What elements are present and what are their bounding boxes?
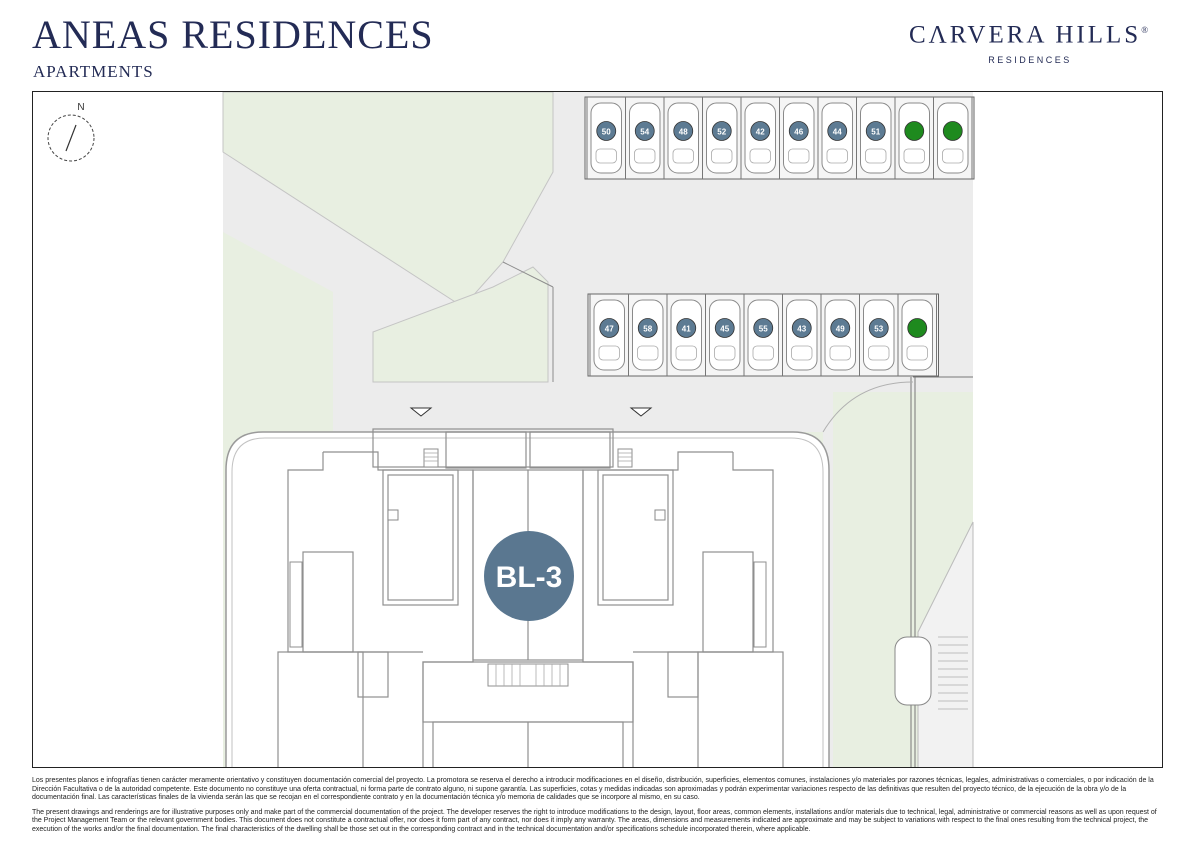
brand-subtitle: RESIDENCES: [988, 55, 1072, 66]
green-wedge-2: [372, 266, 549, 383]
page-subtitle: APARTMENTS: [33, 62, 154, 81]
disclaimer: Los presentes planos e infografías tiene…: [32, 777, 1164, 841]
block-badge: [484, 531, 574, 621]
disclaimer-es: Los presentes planos e infografías tiene…: [32, 777, 1154, 802]
building-walls: [277, 428, 784, 767]
parking-row-top: 50 54 48 52 42 46 44 51: [584, 96, 975, 180]
parking-space-label: 49: [836, 325, 845, 334]
brand-name: CΛRVERA HILLS®: [908, 21, 1152, 49]
brand-logo: CΛRVERA HILLS® RESIDENCES: [895, 16, 1165, 65]
parking-space-available[interactable]: [907, 318, 928, 338]
parking-space-available[interactable]: [904, 121, 925, 141]
parking-space-label: 48: [679, 128, 688, 137]
compass-label: N: [77, 102, 84, 113]
parking-space-label: 45: [720, 325, 729, 334]
parking-space-51[interactable]: [865, 121, 886, 141]
page-header: ANEAS RESIDENCES APARTMENTS CΛRVERA HILL…: [0, 0, 1195, 90]
disclaimer-en: The present drawings and renderings are …: [32, 808, 1157, 833]
parking-space-49[interactable]: [830, 318, 851, 338]
parking-space-label: 58: [643, 325, 652, 334]
parking-space-52[interactable]: [711, 121, 732, 141]
parking-space-label: 41: [682, 325, 691, 334]
parking-space-label: 55: [759, 325, 768, 334]
parking-space-label: 51: [871, 128, 880, 137]
parking-space-58[interactable]: [637, 318, 658, 338]
parking-space-label: 52: [717, 128, 726, 137]
parking-space-46[interactable]: [788, 121, 809, 141]
parking-row-bottom: 47 58 41 45 55 43 49 53: [587, 293, 939, 377]
parking-space-label: 47: [605, 325, 614, 334]
parking-space-41[interactable]: [676, 318, 697, 338]
north-compass: N: [47, 102, 95, 162]
parking-space-45[interactable]: [714, 318, 735, 338]
parking-space-42[interactable]: [750, 121, 771, 141]
parking-space-47[interactable]: [599, 318, 620, 338]
parking-space-43[interactable]: [791, 318, 812, 338]
parking-space-label: 46: [794, 128, 803, 137]
entrance-arrow-left: [409, 407, 433, 417]
parking-space-label: 43: [797, 325, 806, 334]
site-plan: 50 54 48 52 42 46 44 51 47 58 41 45 55 43 49 53: [32, 91, 1163, 768]
block-label: BL-3: [496, 561, 563, 594]
parking-space-55[interactable]: [753, 318, 774, 338]
parking-space-44[interactable]: [827, 121, 848, 141]
parking-space-label: 44: [833, 128, 842, 137]
parking-space-54[interactable]: [634, 121, 655, 141]
parking-space-label: 53: [874, 325, 883, 334]
entrance-arrow-right: [629, 407, 653, 417]
parking-space-53[interactable]: [868, 318, 889, 338]
parking-space-label: 42: [756, 128, 765, 137]
ramp-car: [894, 636, 932, 706]
parking-space-50[interactable]: [596, 121, 617, 141]
parking-space-label: 54: [640, 128, 649, 137]
parking-space-label: 50: [602, 128, 611, 137]
stairs: [289, 448, 767, 687]
page-title: ANEAS RESIDENCES: [32, 12, 434, 57]
parking-space-available[interactable]: [942, 121, 963, 141]
parking-space-48[interactable]: [673, 121, 694, 141]
ramp-stripes: [938, 636, 968, 710]
